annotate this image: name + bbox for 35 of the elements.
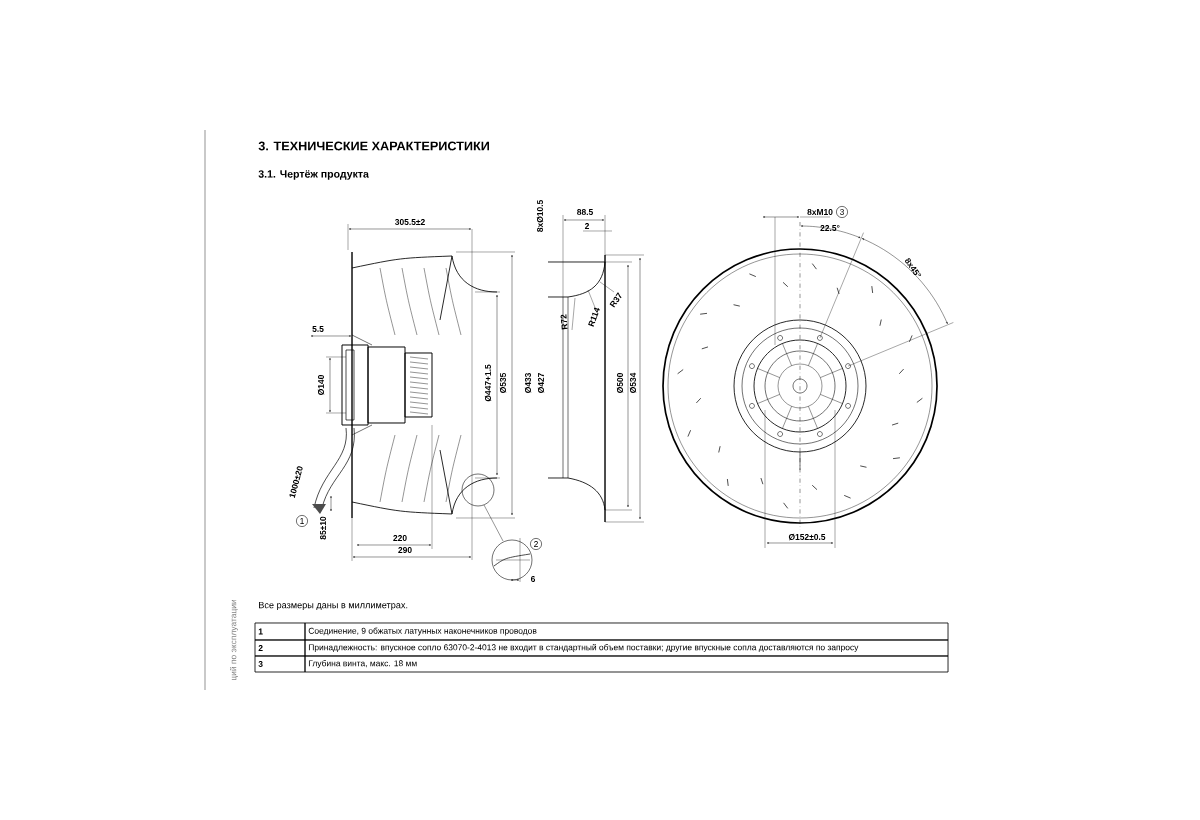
dimension-label: 290	[398, 547, 412, 553]
dimension-label: Ø447+1.5	[484, 364, 492, 402]
table-cell: 2	[254, 639, 306, 657]
callout-number: 3	[836, 206, 848, 218]
dimension-label: 305.5±2	[395, 219, 425, 225]
dimension-label: Ø500	[616, 373, 624, 393]
dimension-label: 220	[393, 535, 407, 541]
table-cell: 3	[254, 655, 306, 673]
dimension-label: 22.5°	[820, 225, 840, 231]
dimension-label: 8xM10	[807, 209, 833, 215]
callout-number: 1	[296, 515, 308, 527]
dimension-label: Ø152±0.5	[788, 533, 826, 541]
dimension-label: Ø140	[317, 375, 325, 395]
dimension-label: Ø534	[629, 372, 637, 393]
table-cell: Соединение, 9 обжатых латунных наконечников проводов	[304, 622, 949, 641]
dimension-label: 8xØ10.5	[536, 200, 544, 232]
section-heading: 3. ТЕХНИЧЕСКИЕ ХАРАКТЕРИСТИКИ	[258, 141, 489, 151]
note-text: Все размеры даны в миллиметрах.	[259, 601, 408, 611]
dimension-label: 88.5	[577, 209, 593, 215]
dimension-label: Ø535	[499, 372, 507, 393]
subheading: 3.1. Чертёж продукта	[258, 170, 369, 180]
dimension-label: 2	[584, 223, 590, 229]
dimension-label: 6	[530, 576, 536, 582]
table-cell: Глубина винта, макс. 18 мм	[304, 655, 949, 673]
dimension-label: Ø427	[537, 373, 545, 393]
dimension-label: 1000±20	[289, 466, 303, 499]
dimension-label: 5.5	[312, 326, 324, 332]
dimension-label: Ø433	[524, 373, 532, 393]
dimension-label: R114	[588, 307, 600, 327]
table-cell: Принадлежность: впускное сопло 63070-2-4013 не входит в стандартный объем поставки; другие впускные сопла доставляются по запросу	[304, 639, 949, 657]
dimension-label: 85±10	[320, 516, 326, 540]
margin-text: ций по эксплуатации	[230, 599, 238, 681]
dimension-label: R72	[560, 314, 568, 330]
table-cell: 1	[254, 622, 306, 641]
callout-number: 2	[530, 538, 542, 550]
